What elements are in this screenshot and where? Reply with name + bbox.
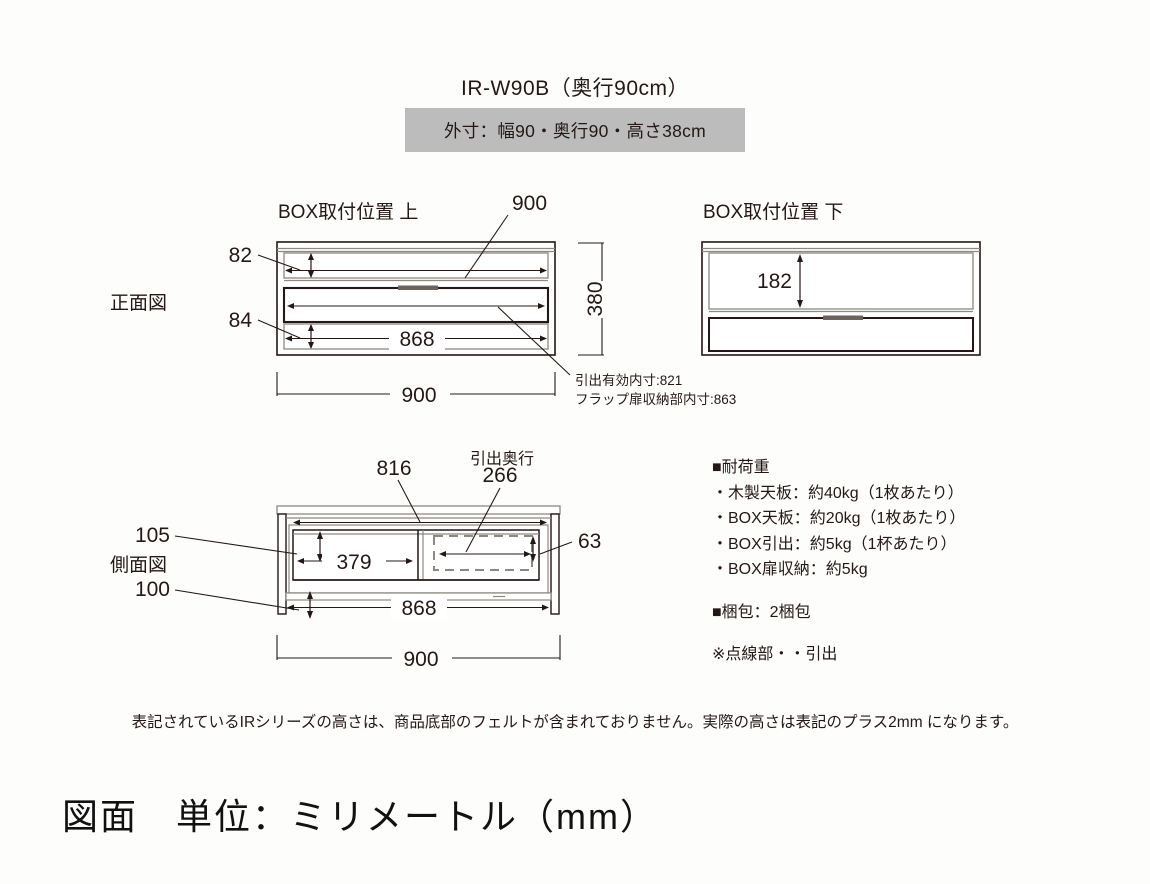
footer-note: 表記されているIRシリーズの高さは、商品底部のフェルトが含まれておりません。実際…: [131, 714, 1019, 731]
dim-868-front: 868: [399, 328, 434, 351]
dim-100: 100: [135, 578, 170, 601]
dim-182: 182: [757, 270, 792, 293]
dim-900-upper: 900: [512, 192, 547, 215]
dim-84: 84: [229, 309, 253, 332]
spec-load-item-2: ・BOX引出：約5kg（1杯あたり）: [712, 535, 957, 553]
dim-63: 63: [578, 530, 601, 553]
spec-spacer-2: [712, 625, 965, 642]
lower-box-view-drawing: 182: [701, 241, 981, 356]
dim-266: 266: [482, 464, 517, 487]
caption-box-position-lower: BOX取付位置 下: [703, 202, 844, 223]
caption-drawer-depth: 引出奥行: [470, 451, 535, 468]
spec-load-item-1: ・BOX天板：約20kg（1枚あたり）: [712, 510, 966, 527]
front-view-notes: 引出有効内寸:821 フラップ扉収納部内寸:863: [575, 371, 736, 409]
note-drawer-inner: 引出有効内寸:821: [575, 373, 683, 388]
drawing-unit-title: 図面 単位：ミリメートル（mm）: [62, 796, 658, 837]
dim-900-front: 900: [401, 384, 436, 407]
dim-380: 380: [584, 281, 607, 316]
dashed-drawer-outline: [433, 535, 533, 571]
model-title: IR-W90B（奥行90cm）: [460, 77, 690, 100]
spec-load-item-3: ・BOX扉収納：約5kg: [712, 561, 868, 578]
dim-816: 816: [376, 457, 411, 480]
dim-82: 82: [229, 244, 252, 267]
dim-868-side: 868: [401, 597, 436, 620]
spec-packing: ■梱包：2梱包: [712, 603, 811, 621]
spec-dotted-note: ※点線部・・引出: [712, 646, 838, 663]
label-side-view: 側面図: [110, 555, 168, 576]
external-dimensions-text: 外寸：幅90・奥行90・高さ38cm: [443, 120, 707, 141]
dim-379: 379: [336, 551, 371, 574]
dim-105: 105: [135, 524, 170, 547]
front-view-drawing: 82 84 900 868 380 900: [229, 192, 607, 407]
specifications-list: ■耐荷重 ・木製天板：約40kg（1枚あたり） ・BOX天板：約20kg（1枚あ…: [712, 455, 965, 668]
external-dimensions-band: 外寸：幅90・奥行90・高さ38cm: [405, 108, 745, 152]
dim-900-side: 900: [403, 648, 438, 671]
note-flap-inner: フラップ扉収納部内寸:863: [575, 392, 737, 407]
spec-load-item-0: ・木製天板：約40kg（1枚あたり）: [712, 484, 964, 502]
spec-load-heading: ■耐荷重: [712, 459, 770, 476]
caption-box-position-upper: BOX取付位置 上: [278, 202, 419, 223]
spec-spacer-1: [712, 583, 965, 600]
label-front-view: 正面図: [110, 293, 168, 314]
side-view-drawing: 816 266 105 379 63 100: [135, 457, 601, 671]
